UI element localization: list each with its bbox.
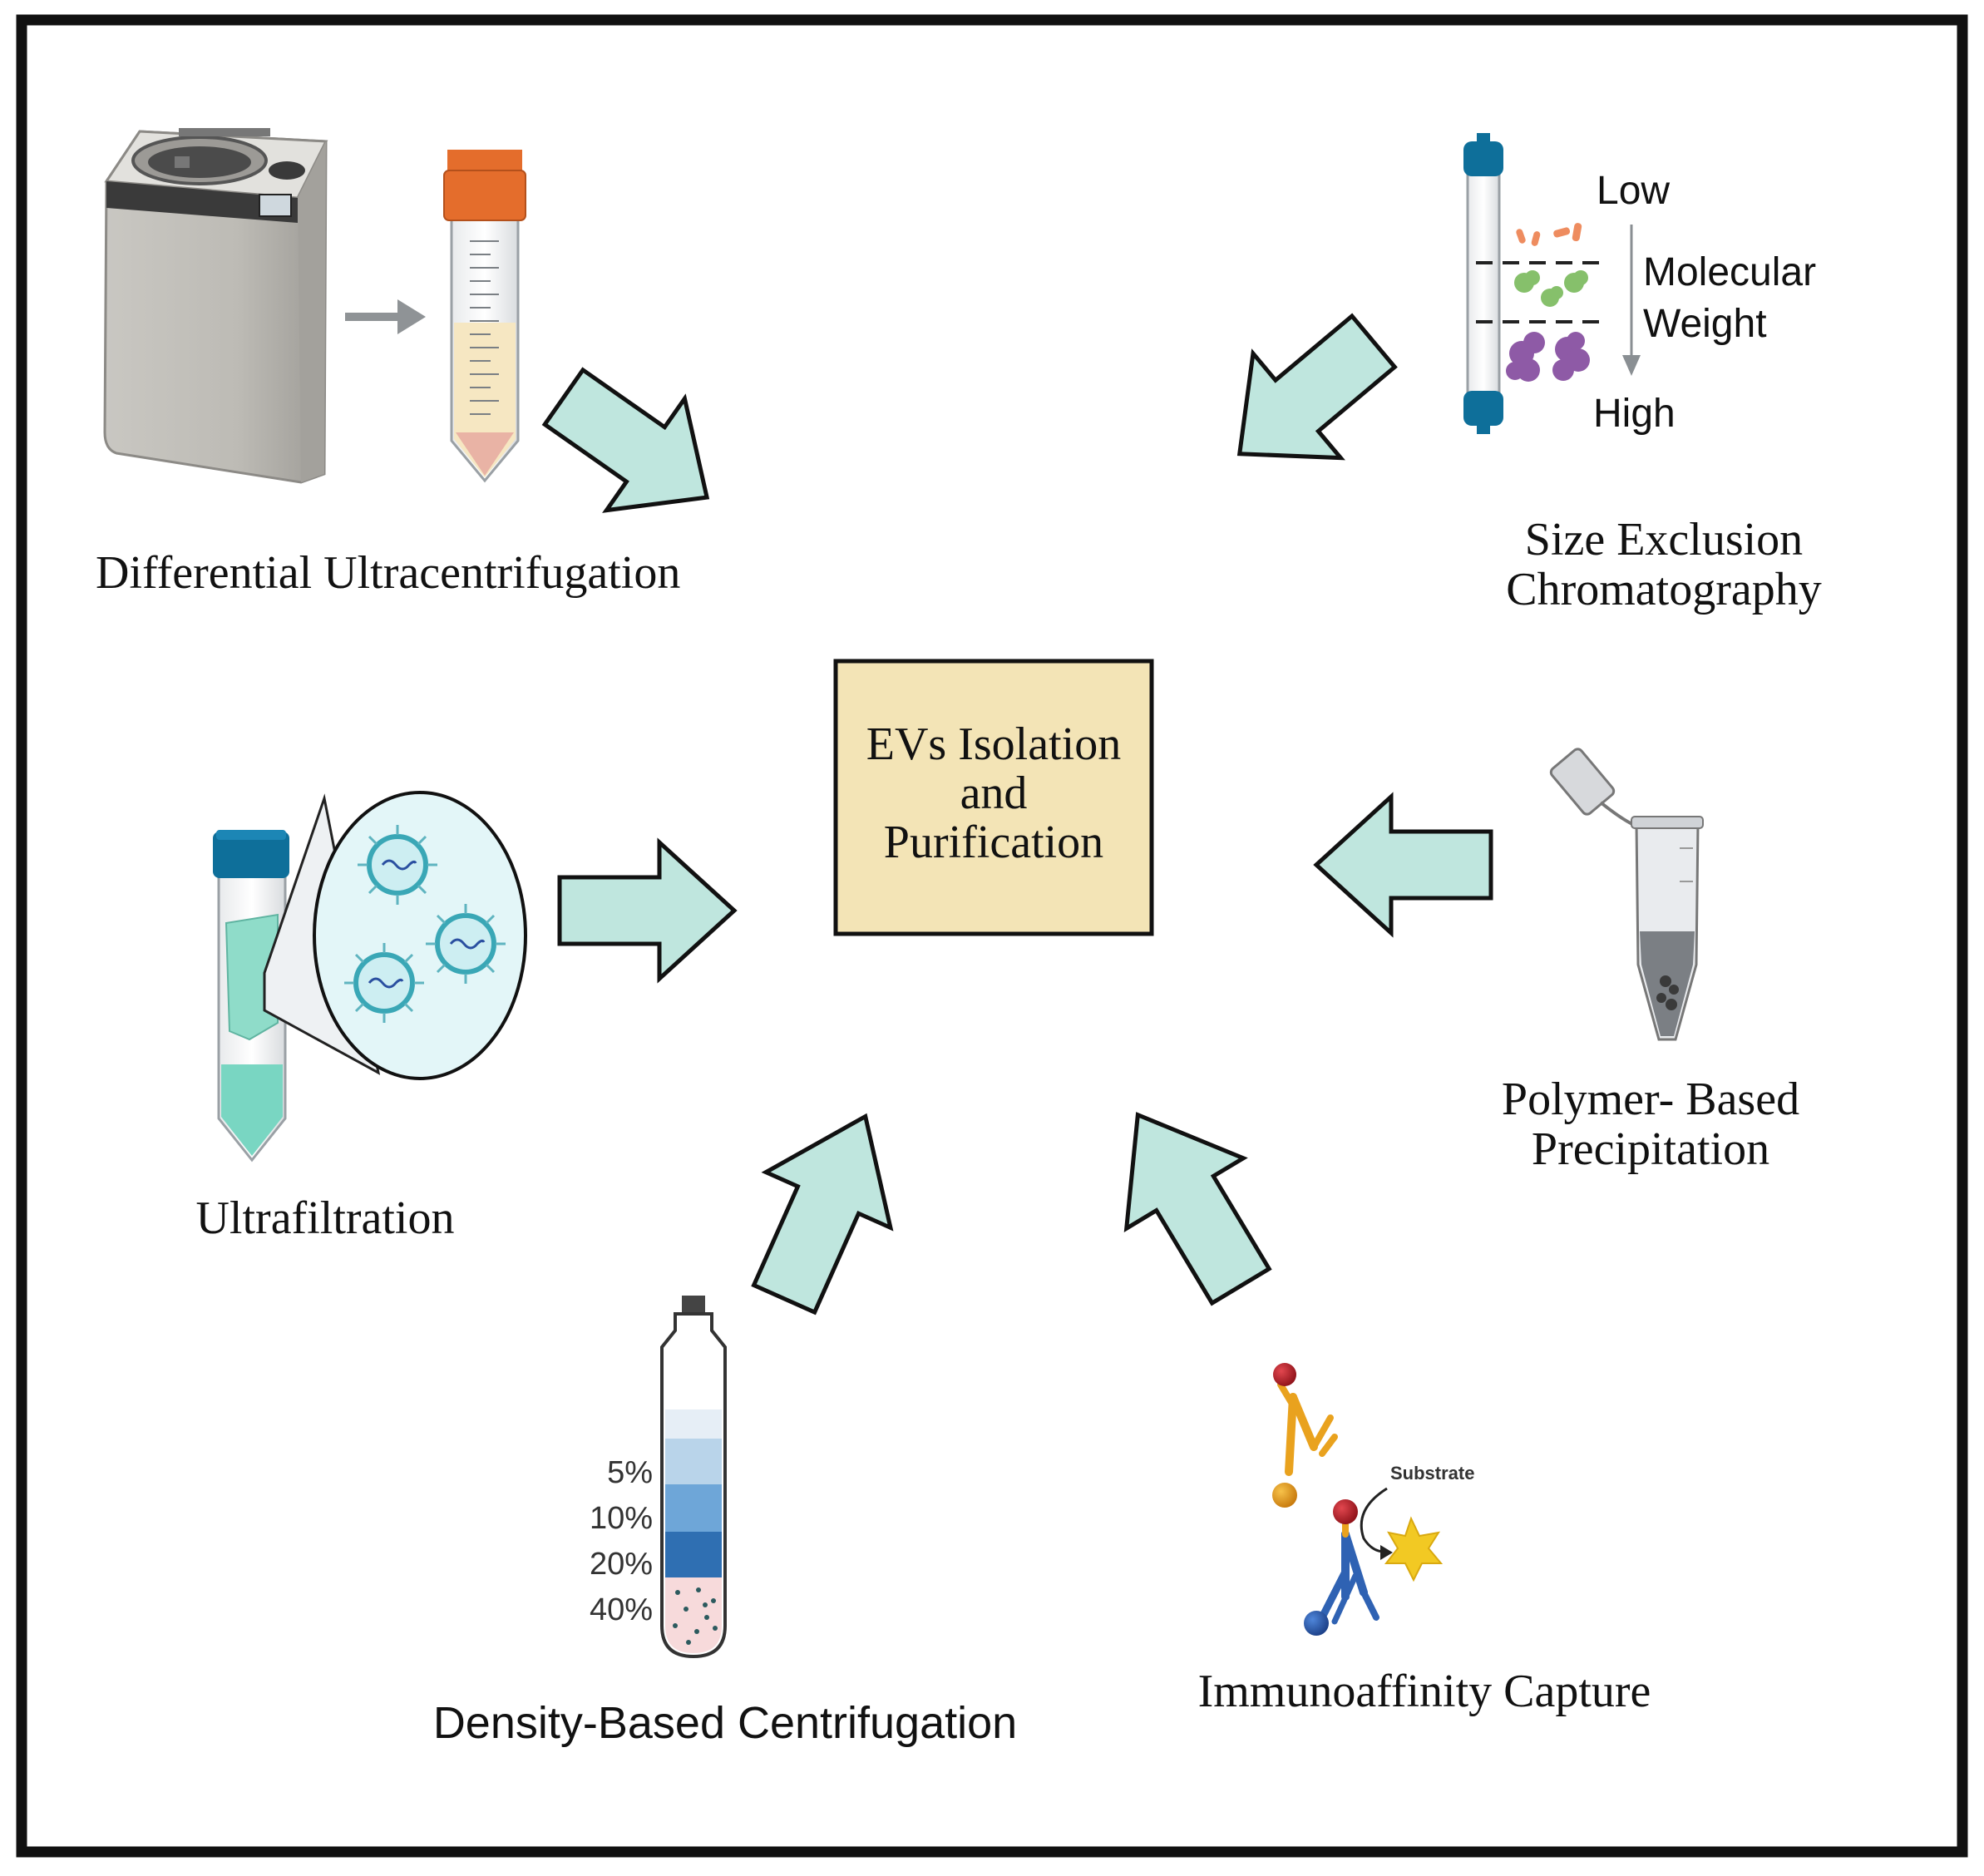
arrow-from-duc — [541, 367, 710, 513]
sec-mw-line2: Weight — [1643, 302, 1767, 346]
sec-label-line2: Chromatography — [1506, 564, 1821, 615]
free-antibody-icon — [1272, 1363, 1338, 1508]
center-title-line1: EVs Isolation — [866, 718, 1121, 770]
arrow-from-iac — [1123, 1112, 1272, 1306]
substrate-arrow-icon — [1360, 1487, 1393, 1560]
bound-antibody-icon — [1304, 1499, 1379, 1636]
pbp-illustration — [1549, 748, 1704, 1041]
gradient-label-40: 40% — [590, 1592, 653, 1627]
arrow-from-uf — [557, 837, 738, 984]
ev-particle-icon — [344, 825, 506, 1023]
microtube-icon — [1549, 748, 1704, 1041]
center-title-line3: Purification — [884, 817, 1103, 868]
duc-label: Differential Ultracentrifugation — [96, 547, 680, 599]
dbc-illustration: 5% 10% 20% 40% — [590, 1296, 727, 1659]
gradient-label-10: 10% — [590, 1501, 653, 1536]
sec-molecular-weight-arrow-icon — [1622, 225, 1641, 376]
pbp-label-line2: Precipitation — [1532, 1123, 1769, 1175]
arrow-from-dbc — [751, 1113, 894, 1316]
gradient-label-5: 5% — [607, 1455, 653, 1490]
arrow-from-pbp — [1313, 792, 1493, 938]
duc-gray-arrow-icon — [345, 299, 426, 334]
sec-column-icon — [1463, 133, 1503, 434]
centrifuge-machine-icon — [103, 128, 328, 484]
uf-illustration — [213, 791, 527, 1163]
sec-small-particles-icon — [1516, 223, 1582, 246]
iac-illustration: Substrate — [1272, 1363, 1474, 1636]
sec-high-label: High — [1593, 392, 1676, 436]
gradient-tube-icon — [660, 1296, 727, 1659]
sec-large-particles-icon — [1506, 332, 1590, 382]
center-box: EVs Isolation and Purification — [833, 659, 1154, 936]
sec-dashed-lines — [1476, 261, 1605, 323]
falcon-tube-icon — [443, 150, 526, 483]
center-title-line2: and — [960, 768, 1028, 819]
arrow-from-sec — [1236, 313, 1398, 461]
dbc-label: Density-Based Centrifugation — [433, 1698, 1017, 1748]
sec-mw-line1: Molecular — [1643, 250, 1816, 294]
center-box-fill — [833, 659, 1154, 936]
gradient-label-20: 20% — [590, 1547, 653, 1582]
sec-illustration: Low Molecular Weight High — [1463, 133, 1816, 436]
duc-illustration — [103, 128, 526, 484]
uf-label: Ultrafiltration — [195, 1192, 454, 1244]
iac-label: Immunoaffinity Capture — [1198, 1666, 1651, 1717]
substrate-label: Substrate — [1390, 1463, 1474, 1484]
substrate-star-icon — [1384, 1516, 1444, 1582]
pbp-label-line1: Polymer- Based — [1502, 1074, 1799, 1125]
sec-low-label: Low — [1597, 169, 1670, 213]
sec-medium-particles-icon — [1514, 270, 1588, 307]
sec-label-line1: Size Exclusion — [1525, 514, 1803, 565]
